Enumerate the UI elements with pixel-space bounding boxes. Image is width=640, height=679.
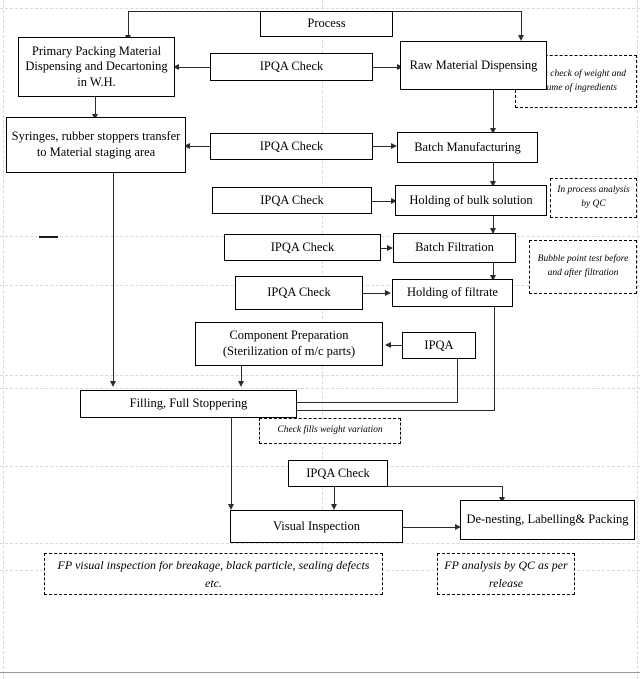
node-ipqa-check-2[interactable]: IPQA Check xyxy=(210,133,373,160)
arrowhead-down xyxy=(518,35,524,41)
node-ipqa-check-3-label: IPQA Check xyxy=(260,192,324,207)
connector-ipqa2-to-syringes xyxy=(187,146,210,147)
note-fp-visual-inspection: FP visual inspection for breakage, black… xyxy=(44,553,383,595)
node-filling-full-stoppering[interactable]: Filling, Full Stoppering xyxy=(80,390,297,418)
node-ipqa-check-3[interactable]: IPQA Check xyxy=(212,187,372,214)
node-ipqa-check-5[interactable]: IPQA Check xyxy=(235,276,363,310)
arrowhead-down xyxy=(490,181,496,187)
connector-ipqa-to-filling xyxy=(297,402,458,403)
connector-holdingfiltrate-to-filling xyxy=(297,410,495,411)
node-ipqa-check-1-label: IPQA Check xyxy=(259,59,324,74)
connector-ipqa-to-component xyxy=(389,345,402,346)
connector-visual-to-denesting xyxy=(403,527,458,528)
node-holding-filtrate-label: Holding of filtrate xyxy=(407,285,498,300)
node-batch-manufacturing[interactable]: Batch Manufacturing xyxy=(397,132,538,163)
connector-ipqa4-to-filtration xyxy=(381,248,390,249)
arrowhead-right xyxy=(391,198,397,204)
gridline-horizontal xyxy=(0,8,640,9)
arrowhead-right xyxy=(387,245,393,251)
connector-process-to-primary xyxy=(128,11,129,37)
arrowhead-right xyxy=(391,143,397,149)
arrowhead-right xyxy=(385,290,391,296)
connector-holdingfiltrate-down xyxy=(494,307,495,411)
connector-ipqa2-to-batchmfg xyxy=(372,146,394,147)
connector-filtration-to-holdingfiltrate xyxy=(493,263,494,279)
note-in-process: In process analysis by QC xyxy=(550,178,637,218)
gridline-horizontal xyxy=(0,388,640,389)
node-primary-packing[interactable]: Primary Packing Material Dispensing and … xyxy=(18,37,175,97)
node-holding-bulk-solution[interactable]: Holding of bulk solution xyxy=(395,185,547,216)
node-syringes-transfer-label: Syringes, rubber stoppers transfer to Ma… xyxy=(11,129,181,159)
node-de-nesting-labelling-packing[interactable]: De-nesting, Labelling& Packing xyxy=(460,500,635,540)
connector-primary-to-syringes xyxy=(95,97,96,117)
connector-syringes-to-filling xyxy=(113,173,114,384)
node-ipqa-check-6-label: IPQA Check xyxy=(306,465,370,480)
node-primary-packing-label: Primary Packing Material Dispensing and … xyxy=(25,43,168,89)
node-ipqa-check-6[interactable]: IPQA Check xyxy=(288,460,388,487)
node-batch-filtration[interactable]: Batch Filtration xyxy=(393,233,516,263)
note-fp-visual-inspection-text: FP visual inspection for breakage, black… xyxy=(57,558,370,590)
note-check-fills-text: Check fills weight variation xyxy=(277,425,383,436)
node-raw-material-dispensing[interactable]: Raw Material Dispensing xyxy=(400,41,547,90)
node-process-label: Process xyxy=(307,16,346,31)
arrowhead-left xyxy=(385,342,391,348)
node-visual-inspection[interactable]: Visual Inspection xyxy=(230,510,403,543)
node-ipqa-check-4[interactable]: IPQA Check xyxy=(224,234,381,261)
connector-raw-to-batchmfg xyxy=(493,90,494,132)
note-check-fills: Check fills weight variation xyxy=(259,418,401,444)
node-ipqa-check-1[interactable]: IPQA Check xyxy=(210,53,373,81)
node-visual-inspection-label: Visual Inspection xyxy=(272,518,361,533)
arrowhead-down xyxy=(331,504,337,510)
arrowhead-down xyxy=(490,128,496,134)
arrowhead-left xyxy=(184,143,190,149)
node-ipqa-label: IPQA xyxy=(424,337,454,352)
page-tick-mark xyxy=(39,236,58,238)
node-batch-manufacturing-label: Batch Manufacturing xyxy=(414,139,521,154)
gridline-horizontal xyxy=(0,543,640,544)
node-ipqa-check-4-label: IPQA Check xyxy=(270,239,335,254)
note-fp-analysis: FP analysis by QC as per release xyxy=(437,553,575,595)
node-filling-full-stoppering-label: Filling, Full Stoppering xyxy=(129,396,248,411)
connector-batchmfg-to-holdingbulk xyxy=(493,163,494,185)
connector-ipqa1-to-raw xyxy=(372,67,400,68)
arrowhead-down xyxy=(490,275,496,281)
note-bubble-point: Bubble point test before and after filtr… xyxy=(529,240,637,294)
connector-ipqa6-down-denesting xyxy=(502,486,503,501)
connector-ipqa6-to-denesting xyxy=(388,486,503,487)
arrowhead-down xyxy=(238,381,244,387)
gridline-vertical xyxy=(3,0,4,679)
node-process[interactable]: Process xyxy=(260,11,393,37)
arrowhead-down xyxy=(228,504,234,510)
note-bubble-point-text: Bubble point test before and after filtr… xyxy=(537,254,629,278)
node-raw-material-dispensing-label: Raw Material Dispensing xyxy=(409,57,538,72)
connector-ipqa5-to-holdingfiltrate xyxy=(363,293,388,294)
node-holding-bulk-solution-label: Holding of bulk solution xyxy=(409,192,533,207)
node-ipqa-check-2-label: IPQA Check xyxy=(259,138,324,153)
note-cross-check-text: Cross check of weight and volume of ingr… xyxy=(526,68,626,93)
note-in-process-text: In process analysis by QC xyxy=(557,185,630,209)
gridline-horizontal xyxy=(0,375,640,376)
connector-holdingbulk-to-filtration xyxy=(493,216,494,233)
arrowhead-left xyxy=(173,64,179,70)
gridline-vertical xyxy=(637,0,638,679)
note-fp-analysis-text: FP analysis by QC as per release xyxy=(444,558,568,590)
bottom-rule xyxy=(0,672,640,673)
node-de-nesting-labelling-packing-label: De-nesting, Labelling& Packing xyxy=(466,512,629,527)
connector-ipqa1-to-primary xyxy=(176,67,210,68)
node-component-preparation-label: Component Preparation (Sterilization of … xyxy=(222,328,356,358)
arrowhead-right xyxy=(455,524,461,530)
node-ipqa-check-5-label: IPQA Check xyxy=(267,285,331,300)
connector-filling-to-visual xyxy=(231,418,232,508)
connector-process-to-raw xyxy=(521,11,522,37)
connector-ipqa-down xyxy=(457,359,458,403)
node-component-preparation[interactable]: Component Preparation (Sterilization of … xyxy=(195,322,383,366)
node-ipqa[interactable]: IPQA xyxy=(402,332,476,359)
arrowhead-down xyxy=(110,381,116,387)
arrowhead-down xyxy=(490,228,496,234)
node-batch-filtration-label: Batch Filtration xyxy=(415,240,494,255)
node-syringes-transfer[interactable]: Syringes, rubber stoppers transfer to Ma… xyxy=(6,117,186,173)
connector-ipqa3-to-holdingbulk xyxy=(372,201,394,202)
node-holding-filtrate[interactable]: Holding of filtrate xyxy=(392,279,513,307)
connector-ipqa6-to-visual xyxy=(334,487,335,508)
